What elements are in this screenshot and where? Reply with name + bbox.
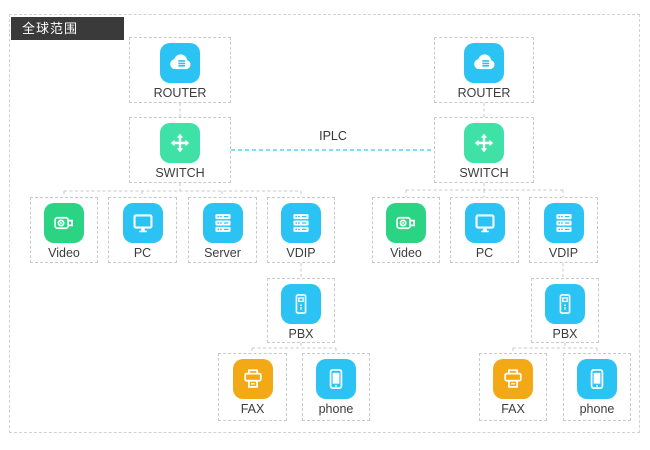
server-stack-icon bbox=[281, 203, 321, 243]
node-pbx-left[interactable]: PBX bbox=[267, 278, 335, 343]
diagram-title: 全球范围 bbox=[11, 17, 124, 40]
node-pc-left[interactable]: PC bbox=[108, 197, 177, 263]
node-label: VDIP bbox=[286, 246, 316, 260]
left-tree-connectors bbox=[63, 103, 337, 353]
node-router-left[interactable]: ROUTER bbox=[129, 37, 231, 103]
node-label: Video bbox=[48, 246, 80, 260]
node-label: PC bbox=[475, 246, 494, 260]
cloud-router-icon bbox=[160, 43, 200, 83]
pc-monitor-icon bbox=[122, 203, 163, 243]
server-stack-icon bbox=[202, 203, 243, 243]
smartphone-icon bbox=[577, 359, 617, 399]
pbx-tower-icon bbox=[545, 284, 585, 324]
smartphone-icon bbox=[316, 359, 356, 399]
node-label: FAX bbox=[501, 402, 525, 416]
fax-printer-icon bbox=[232, 359, 273, 399]
node-label: SWITCH bbox=[155, 166, 205, 180]
switch-arrows-icon bbox=[464, 123, 504, 163]
node-vdip-left[interactable]: VDIP bbox=[267, 197, 335, 263]
node-phone-left[interactable]: phone bbox=[302, 353, 370, 421]
node-switch-right[interactable]: SWITCH bbox=[434, 117, 534, 183]
fax-printer-icon bbox=[493, 359, 533, 399]
node-label: PBX bbox=[288, 327, 314, 341]
node-fax-right[interactable]: FAX bbox=[479, 353, 547, 421]
node-label: VDIP bbox=[548, 246, 579, 260]
server-stack-icon bbox=[543, 203, 584, 243]
node-label: PC bbox=[133, 246, 152, 260]
node-fax-left[interactable]: FAX bbox=[218, 353, 287, 421]
node-vdip-right[interactable]: VDIP bbox=[529, 197, 598, 263]
cloud-router-icon bbox=[464, 43, 504, 83]
node-label: SWITCH bbox=[459, 166, 509, 180]
pbx-tower-icon bbox=[281, 284, 321, 324]
pc-monitor-icon bbox=[464, 203, 505, 243]
node-label: Server bbox=[204, 246, 241, 260]
node-server-left[interactable]: Server bbox=[188, 197, 257, 263]
node-label: ROUTER bbox=[153, 86, 207, 100]
node-label: phone bbox=[579, 402, 615, 416]
node-video-left[interactable]: Video bbox=[30, 197, 98, 263]
node-phone-right[interactable]: phone bbox=[563, 353, 631, 421]
video-camera-icon bbox=[386, 203, 426, 243]
node-switch-left[interactable]: SWITCH bbox=[129, 117, 231, 183]
switch-arrows-icon bbox=[160, 123, 200, 163]
node-label: Video bbox=[390, 246, 422, 260]
node-router-right[interactable]: ROUTER bbox=[434, 37, 534, 103]
node-label: FAX bbox=[240, 402, 265, 416]
iplc-link-label: IPLC bbox=[319, 129, 347, 143]
node-video-right[interactable]: Video bbox=[372, 197, 440, 263]
right-tree-connectors bbox=[405, 103, 598, 353]
node-label: PBX bbox=[552, 327, 578, 341]
video-camera-icon bbox=[44, 203, 84, 243]
node-label: phone bbox=[318, 402, 354, 416]
node-pc-right[interactable]: PC bbox=[450, 197, 519, 263]
node-label: ROUTER bbox=[457, 86, 511, 100]
node-pbx-right[interactable]: PBX bbox=[531, 278, 599, 343]
